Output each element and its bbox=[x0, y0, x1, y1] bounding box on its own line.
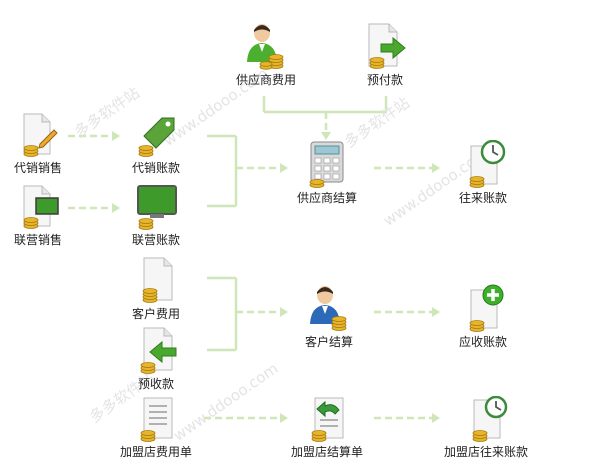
node-label: 预收款 bbox=[137, 377, 174, 391]
list-document-icon bbox=[140, 397, 173, 442]
connector-arrowhead bbox=[280, 163, 288, 173]
calculator-icon bbox=[309, 141, 344, 188]
node-label: 代销销售 bbox=[13, 161, 62, 175]
node-label: 代销账款 bbox=[131, 161, 180, 175]
node-label: 供应商费用 bbox=[235, 73, 296, 87]
document-arrow-icon bbox=[368, 23, 406, 69]
node-consign-sales[interactable]: 代销销售 bbox=[6, 112, 70, 176]
connector-arrowhead bbox=[432, 163, 440, 173]
connector-arrowhead bbox=[432, 307, 440, 317]
node-supplier-settlement[interactable]: 供应商结算 bbox=[289, 140, 365, 206]
node-label: 预付款 bbox=[366, 73, 403, 87]
node-joint-account[interactable]: 联营账款 bbox=[122, 184, 190, 248]
connector-arrowhead bbox=[280, 307, 288, 317]
node-label: 加盟店往来账款 bbox=[443, 445, 528, 459]
document-board-icon bbox=[23, 185, 59, 229]
node-ap-account[interactable]: 往来账款 bbox=[448, 140, 518, 206]
connector-arrowhead bbox=[432, 413, 440, 423]
node-label: 联营销售 bbox=[13, 233, 62, 247]
document-coins-icon bbox=[142, 257, 173, 303]
node-label: 加盟店结算单 bbox=[290, 445, 363, 459]
document-back-arrow-icon bbox=[140, 327, 177, 374]
node-label: 供应商结算 bbox=[296, 191, 357, 205]
node-customer-expense[interactable]: 客户费用 bbox=[122, 256, 190, 322]
node-consign-account[interactable]: 代销账款 bbox=[122, 112, 190, 176]
document-pencil-icon bbox=[23, 113, 58, 157]
node-joint-sales[interactable]: 联营销售 bbox=[6, 184, 70, 248]
connector-arrowhead bbox=[321, 132, 331, 140]
node-advance-receipt[interactable]: 预收款 bbox=[122, 326, 190, 392]
node-label: 应收账款 bbox=[458, 335, 507, 349]
node-franchise-account[interactable]: 加盟店往来账款 bbox=[438, 396, 534, 460]
node-franchise-expense-slip[interactable]: 加盟店费用单 bbox=[114, 396, 198, 460]
node-supplier-expense[interactable]: 供应商费用 bbox=[228, 22, 304, 88]
clock-document-icon bbox=[469, 140, 506, 188]
node-label: 加盟店费用单 bbox=[119, 445, 192, 459]
node-label: 客户费用 bbox=[131, 307, 180, 321]
clock-document-icon bbox=[472, 396, 508, 442]
node-label: 联营账款 bbox=[131, 233, 180, 247]
return-document-icon bbox=[311, 397, 344, 442]
monitor-coins-icon bbox=[137, 185, 177, 230]
person-coins-icon bbox=[310, 286, 347, 331]
node-label: 客户结算 bbox=[304, 335, 353, 349]
node-receivable-account[interactable]: 应收账款 bbox=[450, 284, 516, 350]
connector-arrowhead bbox=[112, 203, 120, 213]
connector-arrowhead bbox=[112, 131, 120, 141]
node-prepayment[interactable]: 预付款 bbox=[352, 22, 418, 88]
node-franchise-settlement-slip[interactable]: 加盟店结算单 bbox=[285, 396, 369, 460]
connector-arrowhead bbox=[280, 413, 288, 423]
tag-coins-icon bbox=[138, 117, 175, 157]
add-document-icon bbox=[469, 284, 504, 332]
person-coins-icon bbox=[247, 24, 284, 70]
node-customer-settlement[interactable]: 客户结算 bbox=[297, 284, 361, 350]
node-label: 往来账款 bbox=[458, 191, 507, 205]
